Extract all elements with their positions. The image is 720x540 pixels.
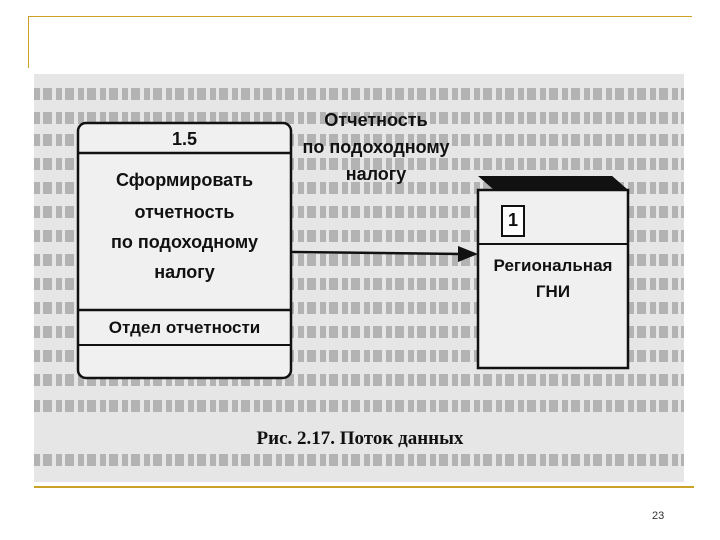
flow-label-line-2: по подоходному	[302, 137, 450, 157]
figure-caption: Рис. 2.17. Поток данных	[256, 428, 464, 449]
process-name-line-1: Сформировать	[115, 170, 254, 190]
external-entity-box	[476, 188, 630, 370]
frame-bottom-line	[34, 486, 694, 488]
external-entity-number: 1	[507, 210, 518, 230]
frame-left-line	[28, 16, 29, 68]
external-entity-name-line-1: Региональная	[493, 256, 613, 275]
external-entity-number-box	[501, 205, 525, 237]
frame-top-line	[28, 16, 692, 17]
process-name-line-2: отчетность	[134, 202, 235, 222]
external-entity-top	[478, 176, 628, 190]
bleed-text-line	[34, 454, 684, 466]
flow-label-line-3: налогу	[345, 164, 407, 184]
bleed-text-line	[34, 88, 684, 100]
page-number: 23	[652, 510, 665, 522]
data-flow-arrowhead	[458, 246, 478, 262]
external-entity-name-line-2: ГНИ	[535, 282, 571, 301]
flow-label-line-1: Отчетность	[324, 110, 428, 130]
process-name-line-3: по подоходному	[111, 232, 258, 252]
process-box	[76, 121, 293, 380]
process-name-line-4: налогу	[154, 262, 215, 282]
bleed-text-line	[34, 400, 684, 412]
data-flow-line	[291, 250, 463, 256]
process-number: 1.5	[171, 129, 198, 149]
bleed-text-line	[34, 112, 684, 124]
process-performer: Отдел отчетности	[108, 318, 261, 337]
